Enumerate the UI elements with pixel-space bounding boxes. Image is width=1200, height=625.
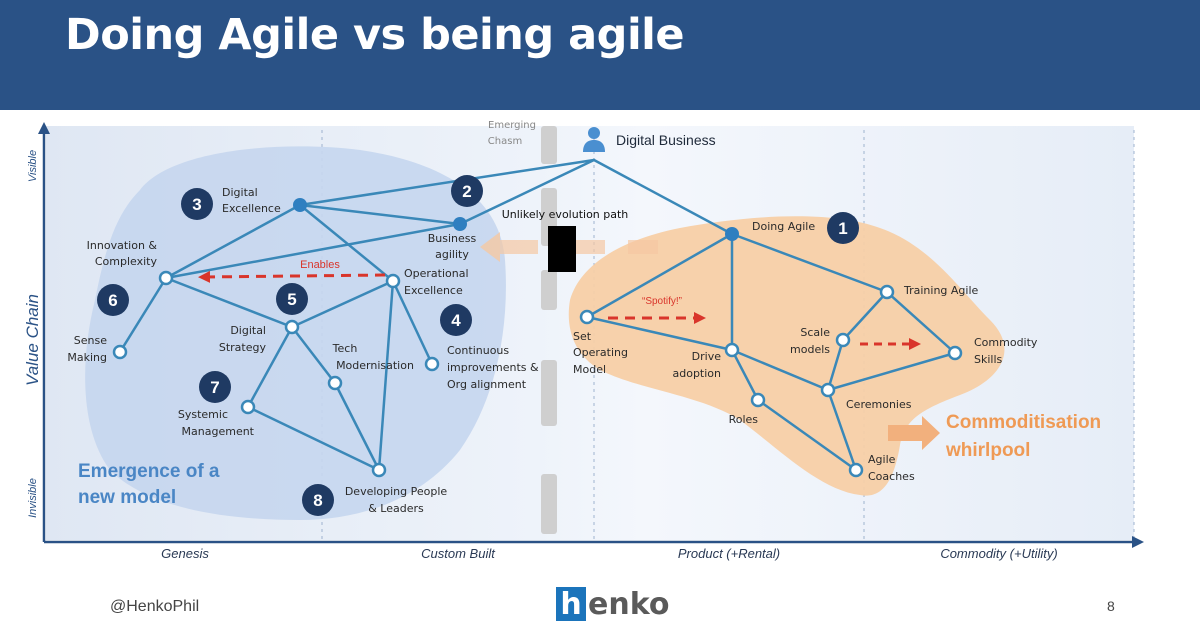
label-doing-agile: Doing Agile: [752, 220, 815, 233]
open-nodes: [112, 270, 963, 478]
label-training-agile: Training Agile: [903, 284, 979, 297]
label-roles: Roles: [729, 413, 759, 426]
slide-title: Doing Agile vs being agile: [65, 10, 685, 60]
right-region-title-1: Commoditisation: [946, 412, 1101, 433]
badge-3: [181, 188, 213, 220]
badge-8: [302, 484, 334, 516]
label-ceremonies: Ceremonies: [846, 398, 912, 411]
badge-4: [440, 304, 472, 336]
y-axis-bottom-label: Invisible: [27, 478, 39, 518]
chasm-label-1: Emerging: [488, 120, 536, 131]
stage-genesis: Genesis: [161, 546, 209, 561]
badge-6: [97, 284, 129, 316]
unlikely-path-arrow: [480, 232, 658, 262]
badge-1: [827, 212, 859, 244]
badge-4-text: 4: [451, 311, 461, 330]
axes: [42, 130, 1138, 544]
enables-label: Enables: [300, 259, 340, 271]
anchor-label: Digital Business: [616, 132, 716, 148]
badge-1-text: 1: [838, 219, 847, 238]
badges: [97, 175, 859, 516]
right-region-title-2: whirlpool: [945, 440, 1030, 461]
badge-8-text: 8: [313, 491, 322, 510]
filled-nodes: [293, 198, 739, 241]
unlikely-path-label: Unlikely evolution path: [502, 208, 629, 221]
badge-5-text: 5: [287, 290, 296, 309]
x-axis-arrowhead: [1132, 536, 1144, 548]
user-icon: [583, 127, 605, 152]
badge-7: [199, 371, 231, 403]
page-number: 8: [1107, 598, 1115, 614]
y-axis-top-label: Visible: [27, 150, 39, 182]
stage-commodity: Commodity (+Utility): [940, 546, 1057, 561]
stage-custom-built: Custom Built: [421, 546, 496, 561]
y-axis-arrowhead: [38, 122, 50, 134]
footer-handle: @HenkoPhil: [110, 598, 200, 615]
connections: [118, 158, 957, 472]
spotify-label: “Spotify!”: [642, 296, 682, 307]
badge-3-text: 3: [192, 195, 201, 214]
badge-6-text: 6: [108, 291, 117, 310]
left-region-title-2: new model: [78, 487, 176, 508]
title-bar: [0, 0, 1200, 110]
logo-wordmark: enko: [588, 586, 670, 622]
stage-product: Product (+Rental): [678, 546, 780, 561]
badge-5: [276, 283, 308, 315]
enables-arrow: [198, 270, 386, 283]
logo-h-mark: h: [556, 587, 586, 622]
chasm-label-2: Chasm: [488, 136, 522, 147]
whirlpool-arrow: [888, 416, 940, 450]
badge-2-text: 2: [462, 182, 471, 201]
label-innovation: Innovation &Complexity: [87, 239, 158, 268]
label-developing: Developing People& Leaders: [345, 485, 448, 515]
badge-2: [451, 175, 483, 207]
henko-logo: h enko: [556, 585, 669, 623]
y-axis-label: Value Chain: [23, 294, 42, 386]
badge-7-text: 7: [210, 378, 219, 397]
left-region-title-1: Emergence of a: [78, 461, 220, 482]
redaction-block: [548, 226, 576, 272]
